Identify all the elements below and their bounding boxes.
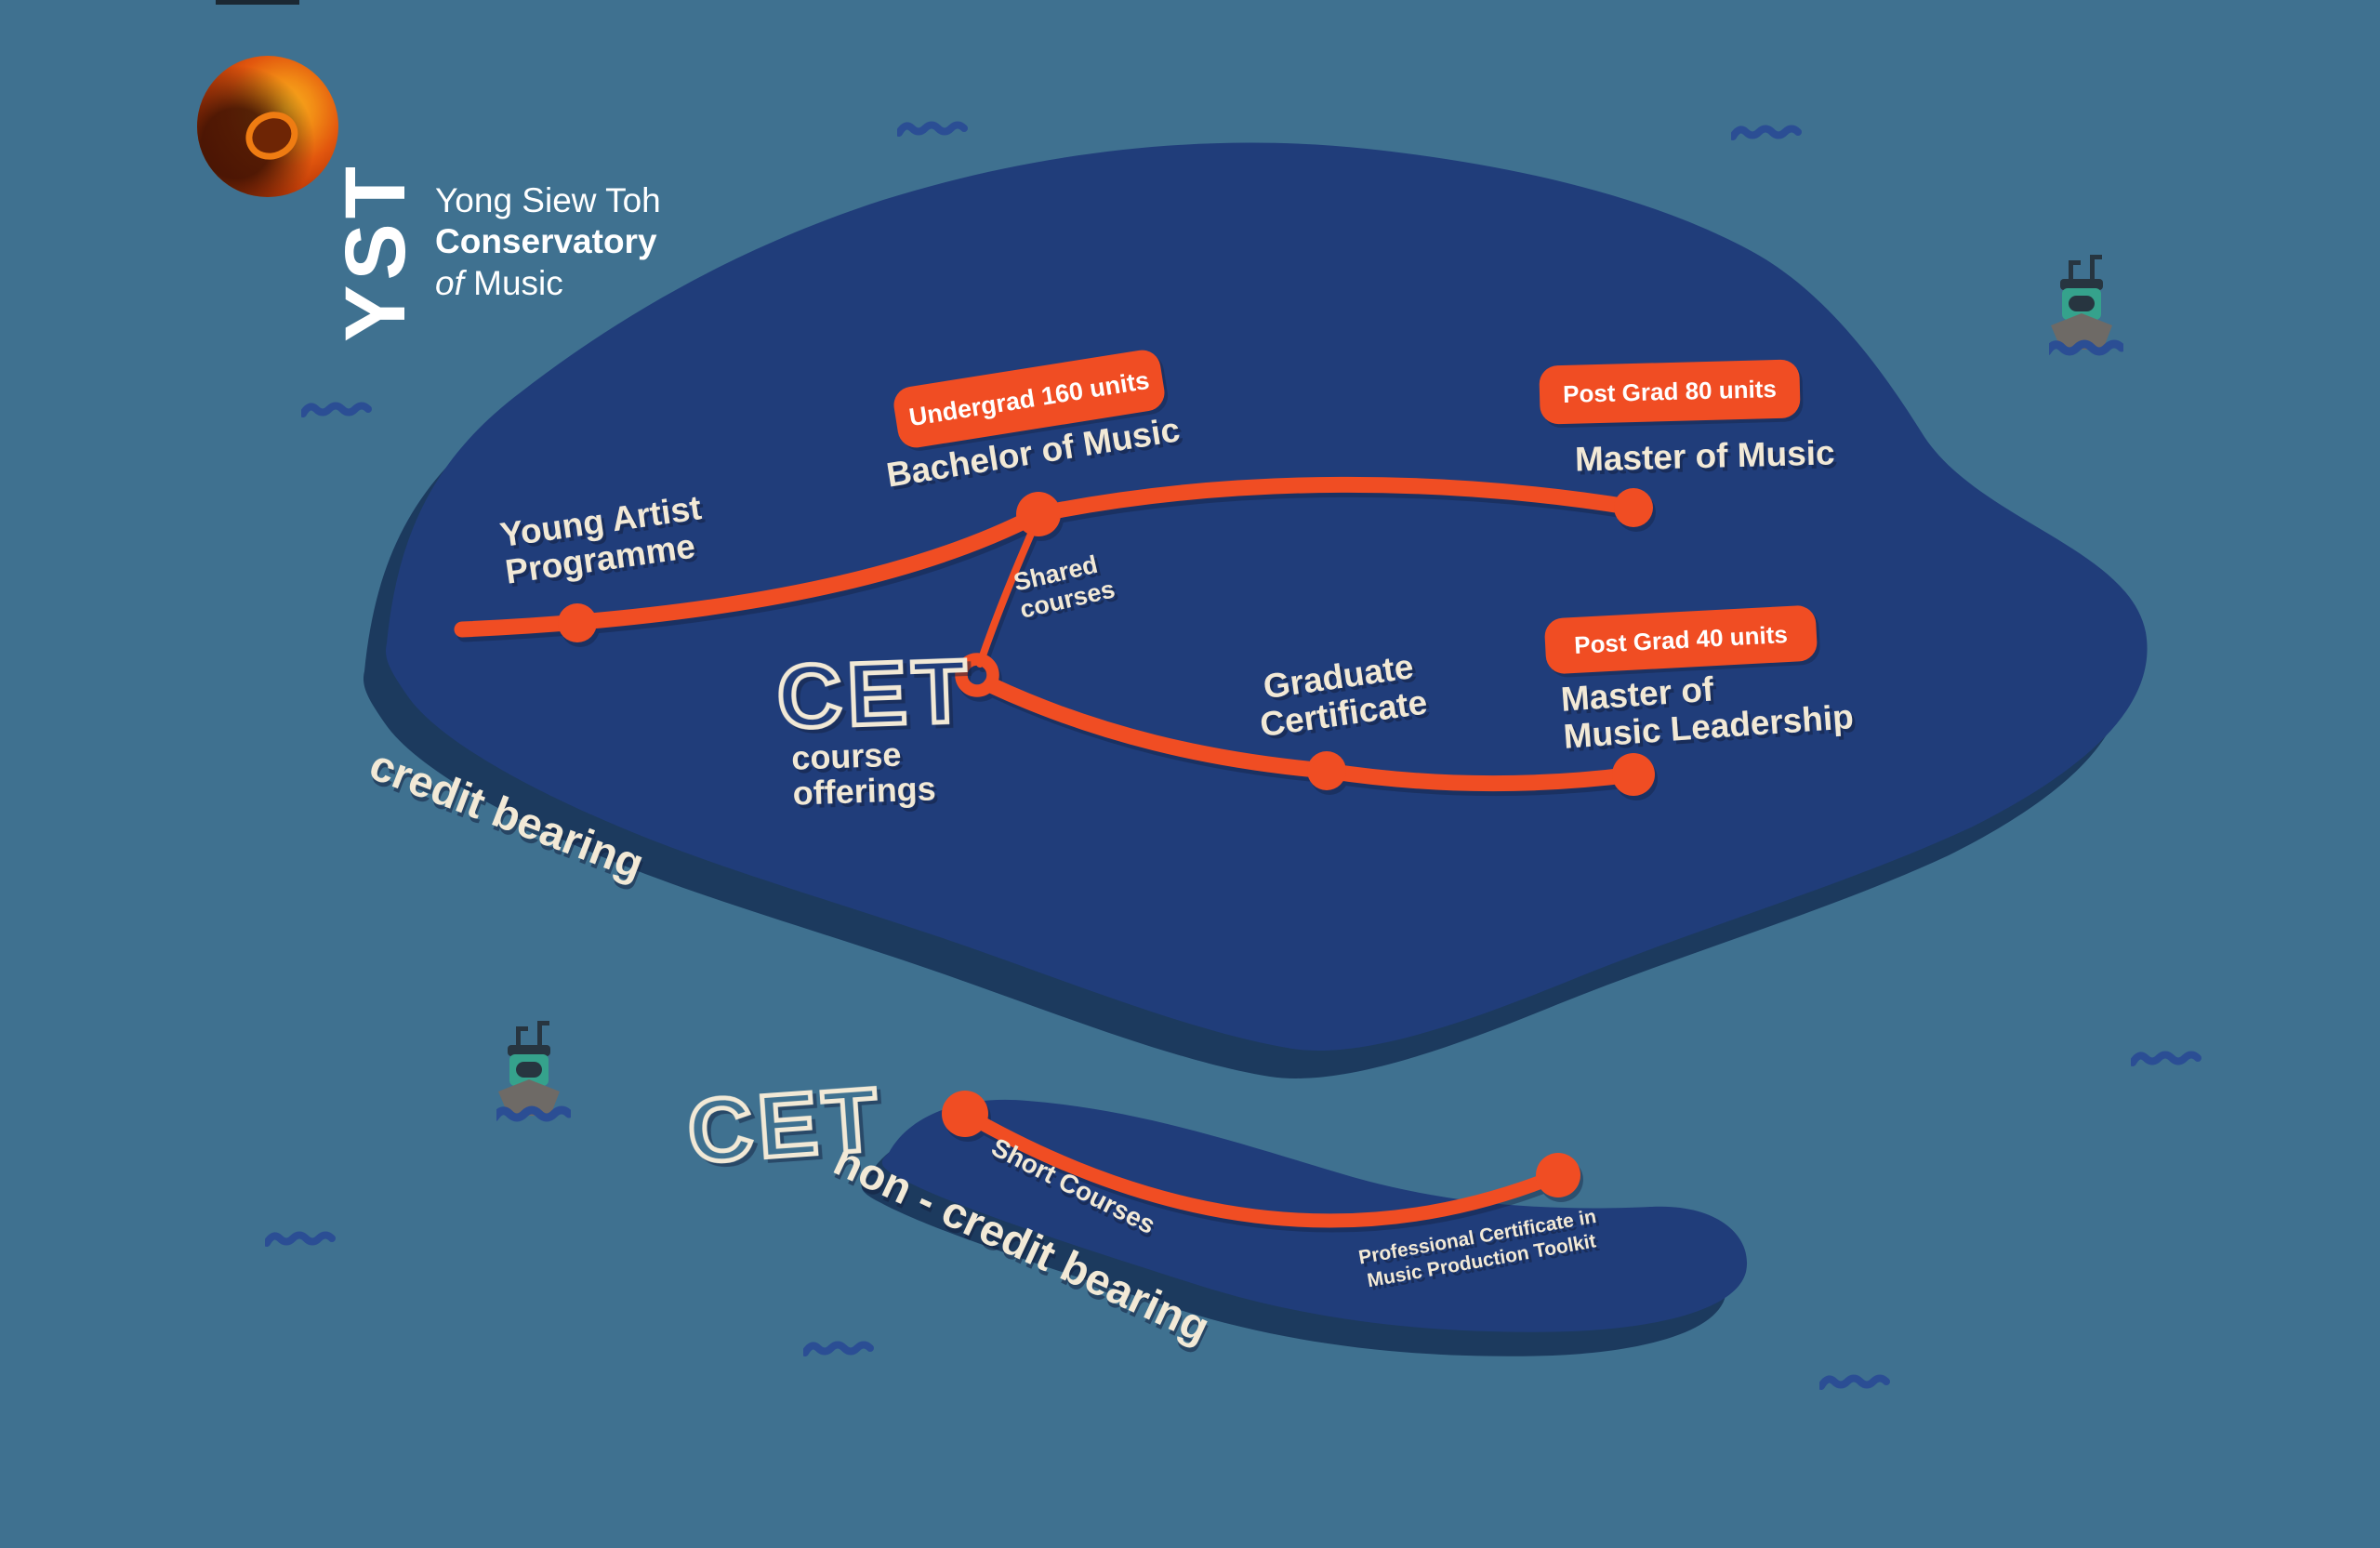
logo-line-3-rest: Music	[463, 263, 563, 302]
wave-squiggle-icon	[265, 1231, 336, 1247]
wave-squiggle-icon	[803, 1341, 874, 1356]
station-dot-short-courses	[942, 1091, 988, 1137]
station-dot-leadership	[1612, 753, 1655, 796]
cet-main-title: CET	[774, 639, 977, 749]
cet-sub-line2: offerings	[791, 769, 937, 813]
route-shortcourse-line	[958, 1106, 1566, 1228]
interchange-ring-cet	[955, 653, 999, 697]
screenshot-edge-artifact	[216, 0, 299, 5]
boat-icon	[496, 1021, 571, 1122]
wave-squiggle-icon	[1819, 1374, 1890, 1390]
wave-squiggle-icon	[897, 121, 968, 137]
station-dot-master	[1614, 488, 1653, 527]
logo-line-3: of Music	[435, 263, 661, 304]
station-dot-graduate	[1307, 751, 1346, 790]
station-dot-young-artist	[558, 603, 597, 642]
badge-postgrad-80-units: Post Grad 80 units	[1539, 359, 1801, 425]
logo-line-2: Conservatory	[435, 222, 657, 261]
route-shared-connector	[976, 513, 1042, 668]
station-dot-prof-cert	[1536, 1153, 1580, 1197]
yst-logo-abbr: YST	[328, 162, 423, 342]
station-dot-bachelor	[1016, 492, 1061, 536]
yst-logo-wordmark: Yong Siew Toh Conservatory of Music	[435, 180, 661, 304]
logo-line-3-of: of	[435, 263, 464, 302]
logo-line-1: Yong Siew Toh	[435, 181, 661, 219]
wave-squiggle-icon	[2131, 1051, 2202, 1066]
wave-squiggle-icon	[301, 402, 372, 417]
yst-logo-icon	[197, 56, 338, 197]
label-master-of-music: Master of Music	[1574, 433, 1836, 479]
wave-squiggle-icon	[1731, 125, 1802, 140]
boat-icon	[2049, 255, 2123, 356]
